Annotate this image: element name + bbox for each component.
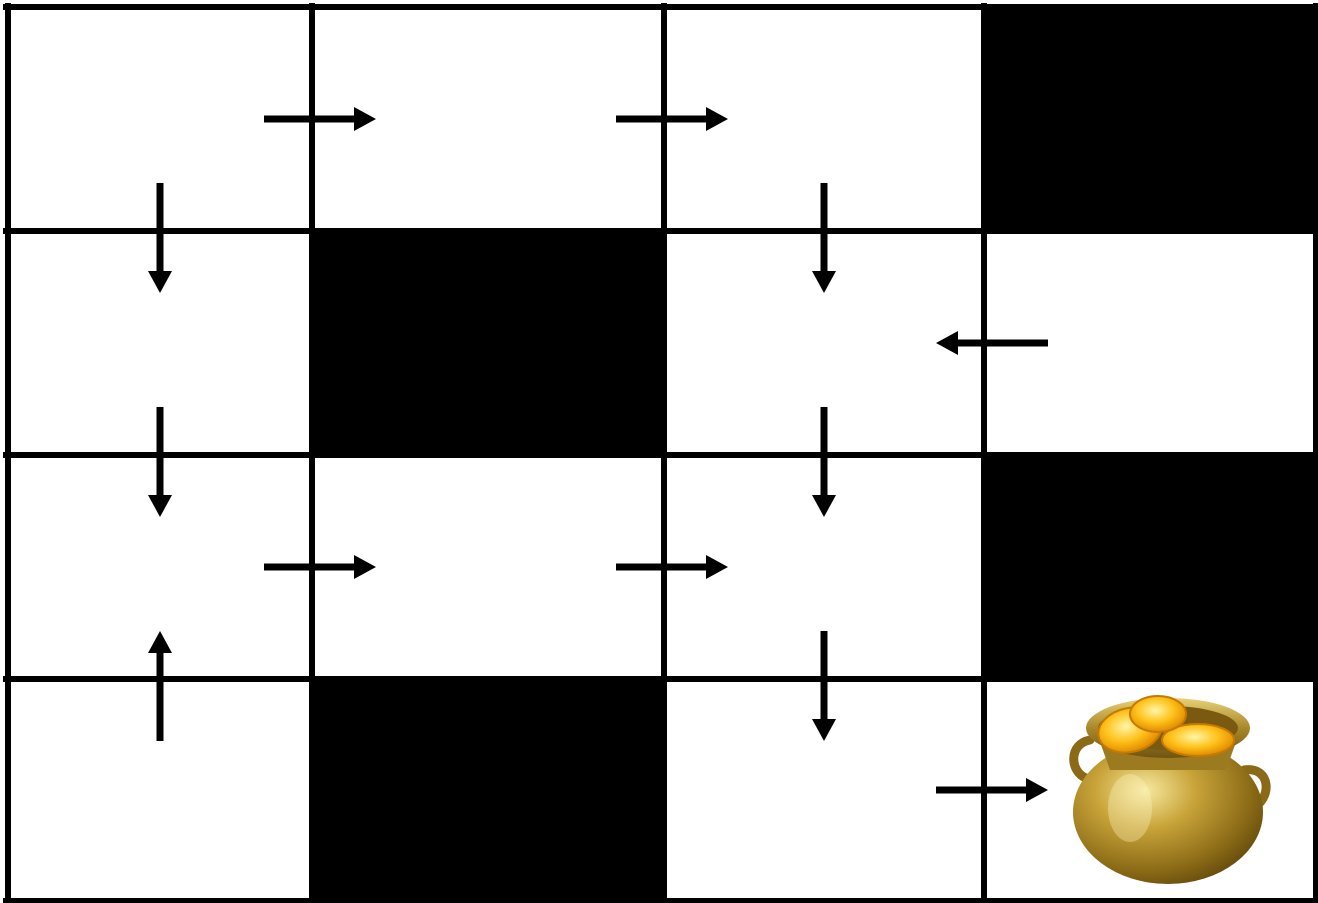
pot-highlight bbox=[1108, 774, 1152, 842]
wall-cell-r1-c1 bbox=[314, 233, 662, 453]
wall-cell-r2-c3 bbox=[986, 457, 1314, 677]
gold-coin bbox=[1130, 696, 1186, 732]
wall-cell-r3-c1 bbox=[314, 681, 662, 899]
pot-of-gold-icon bbox=[1073, 696, 1266, 884]
wall-cell-r0-c3 bbox=[986, 9, 1314, 229]
